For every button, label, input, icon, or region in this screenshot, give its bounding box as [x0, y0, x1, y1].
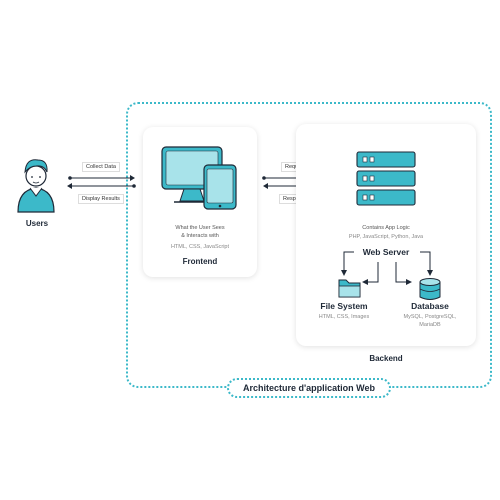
display-results-label: Display Results: [78, 194, 124, 204]
display-results-arrow: [67, 183, 136, 189]
frontend-description: What the User Sees & Interacts with: [175, 225, 225, 239]
frontend-tech: HTML, CSS, JavaScript: [170, 244, 230, 250]
users-label: Users: [25, 219, 49, 228]
user-icon: [17, 159, 55, 213]
file-system-label: File System: [320, 301, 368, 311]
frontend-title: Frontend: [182, 257, 218, 266]
web-server-label: Web Server: [362, 247, 410, 257]
database-label: Database: [411, 301, 449, 311]
tablet-icon: [203, 164, 237, 210]
database-icon: [419, 278, 441, 300]
folder-icon: [338, 279, 361, 298]
diagram-title: Architecture d'application Web: [227, 378, 391, 398]
backend-logic-tech: PHP, JavaScript, Python, Java: [348, 234, 424, 240]
file-system-tech: HTML, CSS, Images: [318, 314, 370, 320]
database-tech: MySQL, PostgreSQL, MariaDB: [403, 314, 457, 328]
connector-lines: [341, 251, 433, 285]
collect-data-arrow: [68, 175, 135, 181]
backend-title: Backend: [369, 354, 403, 363]
backend-logic-label: Contains App Logic: [362, 225, 410, 231]
collect-data-label: Collect Data: [82, 162, 120, 172]
server-rack-icon: [356, 151, 416, 206]
